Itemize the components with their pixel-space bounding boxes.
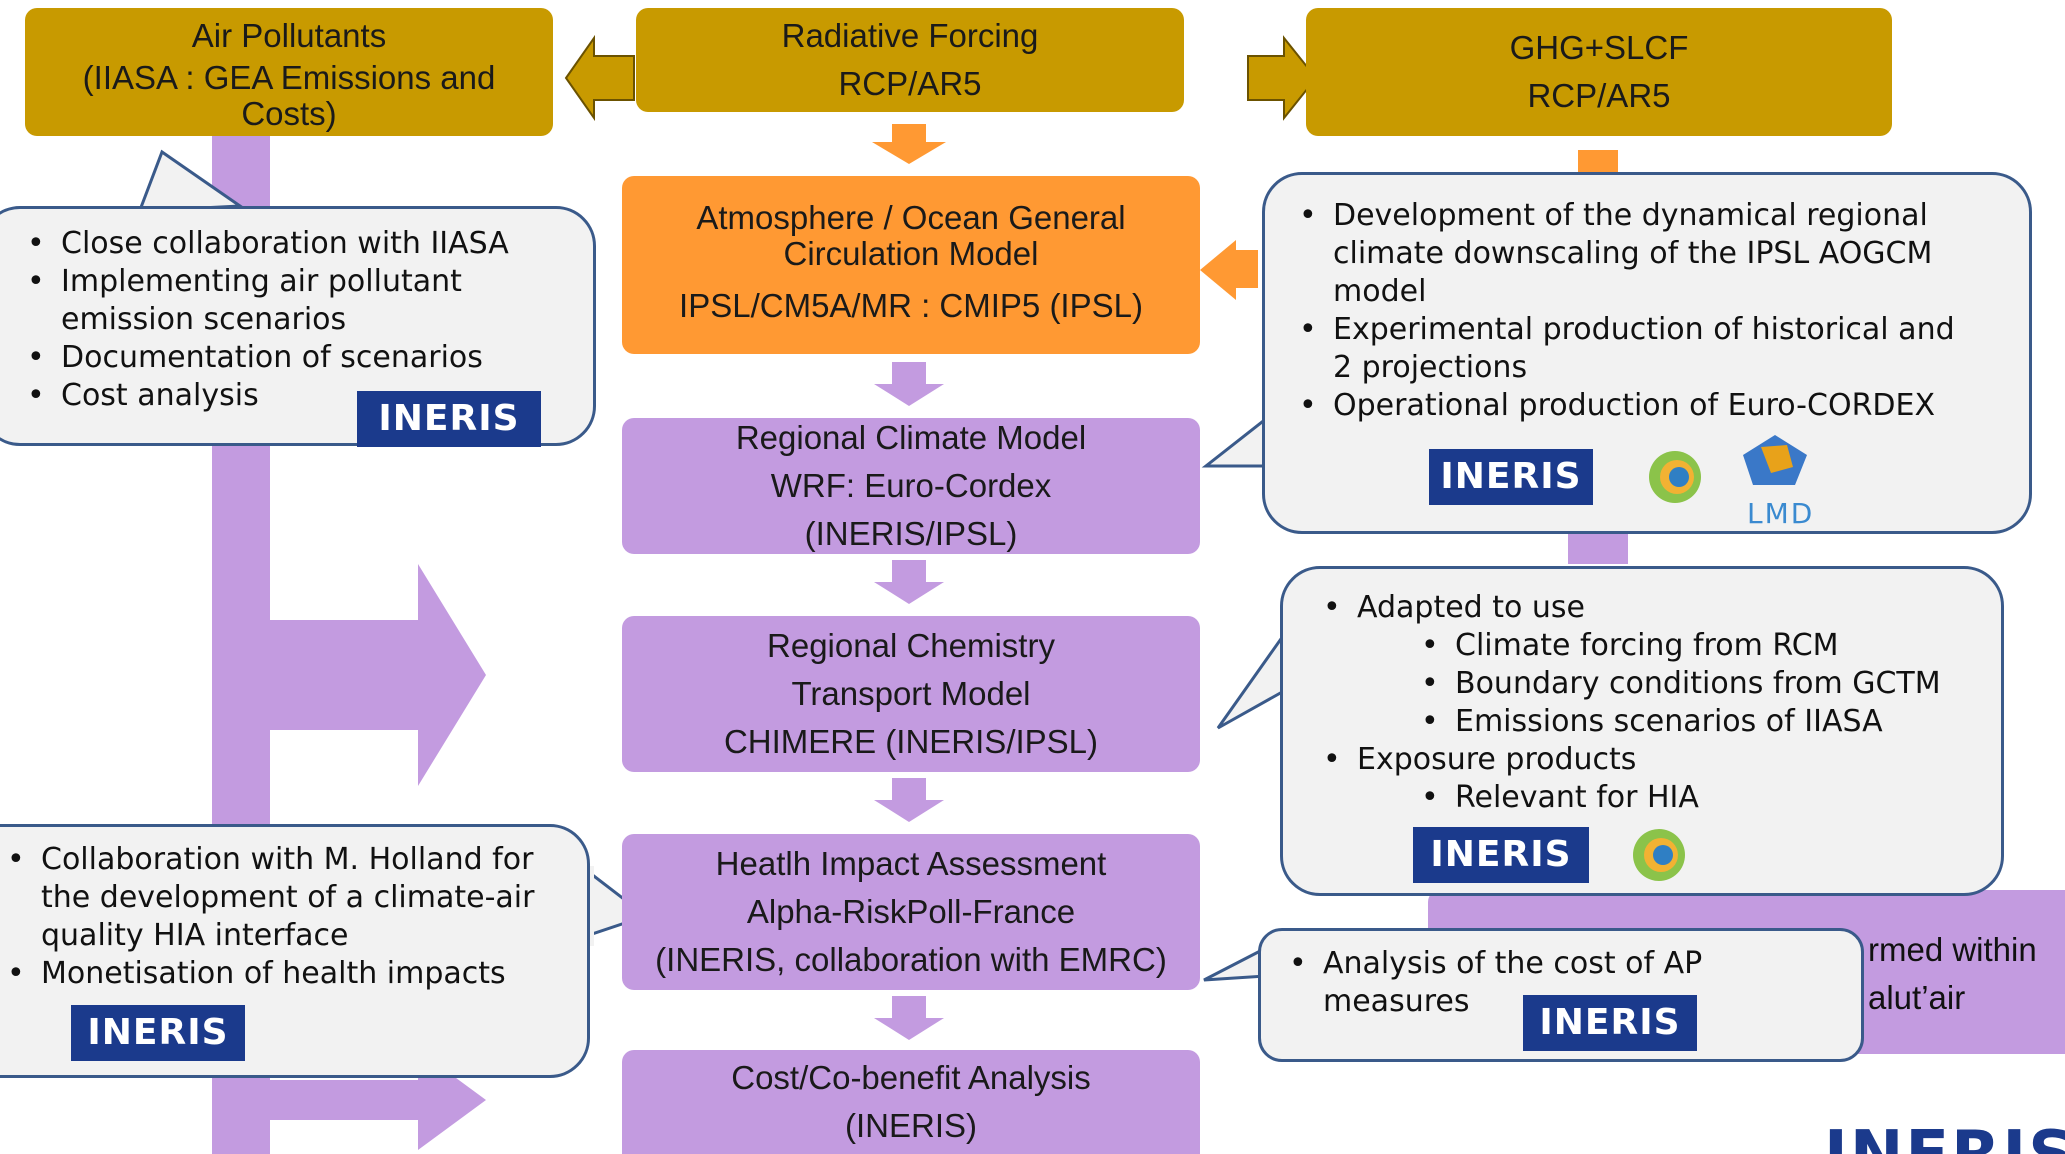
bubble-right-bottom-item-1: Analysis of the cost of AP <box>1285 945 1861 983</box>
hia-line3: (INERIS, collaboration with EMRC) <box>655 941 1167 978</box>
bubble-left-bottom: Collaboration with M. Holland for the de… <box>0 824 590 1078</box>
bubble-right-top-item-1: Development of the dynamical regional <box>1295 197 2029 235</box>
bubble-right-mid-item-2: Exposure products <box>1319 741 2001 779</box>
radiative-forcing-title: Radiative Forcing <box>781 17 1039 54</box>
rcm-line1: Regional Climate Model <box>735 419 1087 456</box>
bubble-left-bottom-item-1c: quality HIA interface <box>41 918 349 953</box>
right-arrow-cost <box>212 1050 486 1150</box>
ipsl-logo-icon <box>1649 451 1701 503</box>
purple-connector-right <box>1568 534 1628 564</box>
partial-line1: rmed within <box>1868 931 2037 968</box>
bubble-right-top-item-1b: climate downscaling of the IPSL AOGCM <box>1333 236 1933 271</box>
hia-line1: Heatlh Impact Assessment <box>715 845 1107 882</box>
ineris-logo-large: INERIS <box>1824 1100 2065 1154</box>
air-pollutants-line3: Costs) <box>241 95 337 132</box>
ghg-box: GHG+SLCF RCP/AR5 <box>1306 8 1892 136</box>
ctm-box: Regional Chemistry Transport Model CHIME… <box>622 616 1200 772</box>
ghg-sub: RCP/AR5 <box>1527 77 1671 114</box>
bubble-right-top-item-1c: model <box>1333 274 1427 309</box>
radiative-forcing-sub: RCP/AR5 <box>838 65 982 102</box>
bubble-right-mid-sub-1: Climate forcing from RCM <box>1319 627 2001 665</box>
rcm-line2: WRF: Euro-Cordex <box>770 467 1052 504</box>
ipsl-logo-icon <box>1633 829 1685 881</box>
bubble-right-mid-sub-3: Emissions scenarios of IIASA <box>1319 703 2001 741</box>
ineris-logo: INERIS <box>1523 995 1697 1051</box>
ctm-line2: Transport Model <box>791 675 1031 712</box>
bubble-right-top: Development of the dynamical regional cl… <box>1262 172 2032 534</box>
bubble-left-bottom-item-2: Monetisation of health impacts <box>3 955 587 993</box>
down-arrow-1 <box>874 362 944 406</box>
bubble-right-mid: Adapted to use Climate forcing from RCM … <box>1280 566 2004 896</box>
rcm-line3: (INERIS/IPSL) <box>804 515 1018 552</box>
hia-line2: Alpha-RiskPoll-France <box>746 893 1076 930</box>
bubble-left-bottom-item-1: Collaboration with M. Holland for <box>3 841 587 879</box>
bubble-left-top-item-4: Cost analysis <box>23 377 593 415</box>
aogcm-box: Atmosphere / Ocean General Circulation M… <box>622 176 1200 354</box>
radiative-forcing-box: Radiative Forcing RCP/AR5 <box>636 8 1184 112</box>
air-pollutants-box: Air Pollutants (IIASA : GEA Emissions an… <box>25 8 553 136</box>
cost-line1: Cost/Co-benefit Analysis <box>731 1059 1091 1096</box>
down-arrow-3 <box>874 778 944 822</box>
bubble-left-top-item-1: Close collaboration with IIASA <box>23 225 593 263</box>
bubble-right-mid-sub-4: Relevant for HIA <box>1319 779 2001 817</box>
bubble-left-top-item-2b: emission scenarios <box>61 302 347 337</box>
hia-box: Heatlh Impact Assessment Alpha-RiskPoll-… <box>622 834 1200 990</box>
down-arrow-2 <box>874 560 944 604</box>
right-arrow-ctm <box>212 564 486 786</box>
bubble-right-bottom-item-1b: measures <box>1323 984 1470 1019</box>
cost-box: Cost/Co-benefit Analysis (INERIS) <box>622 1050 1200 1154</box>
ineris-logo: INERIS <box>1429 449 1593 505</box>
bubble-left-top-item-3: Documentation of scenarios <box>23 339 593 377</box>
rcm-box: Regional Climate Model WRF: Euro-Cordex … <box>622 418 1200 554</box>
ineris-logo: INERIS <box>71 1005 245 1061</box>
aogcm-line2: Circulation Model <box>783 235 1039 272</box>
left-arrow-orange <box>1200 240 1258 300</box>
ineris-logo: INERIS <box>357 391 541 447</box>
aogcm-line1: Atmosphere / Ocean General <box>696 199 1126 236</box>
cost-line2: (INERIS) <box>845 1107 977 1144</box>
bubble-right-mid-sub-2: Boundary conditions from GCTM <box>1319 665 2001 703</box>
bubble-left-top-item-2: Implementing air pollutant <box>23 263 593 301</box>
down-arrow-4 <box>874 996 944 1040</box>
aogcm-line3: IPSL/CM5A/MR : CMIP5 (IPSL) <box>679 287 1143 324</box>
ctm-line3: CHIMERE (INERIS/IPSL) <box>723 723 1099 760</box>
bubble-left-top: Close collaboration with IIASA Implement… <box>0 206 596 447</box>
down-arrow-orange <box>872 124 946 164</box>
ineris-logo: INERIS <box>1413 827 1589 883</box>
lmd-globe-icon <box>1743 435 1807 485</box>
bubble-left-bottom-item-1b: the development of a climate-air <box>41 880 535 915</box>
tail-right-bottom <box>1203 945 1268 982</box>
air-pollutants-title: Air Pollutants <box>191 17 387 54</box>
bubble-right-top-item-3: Operational production of Euro-CORDEX <box>1295 387 2029 425</box>
bubble-right-bottom: Analysis of the cost of AP measures INER… <box>1258 928 1864 1062</box>
ghg-title: GHG+SLCF <box>1509 29 1689 66</box>
air-pollutants-line2: (IIASA : GEA Emissions and <box>82 59 496 96</box>
lmd-label: LMD <box>1747 497 1815 530</box>
ctm-line1: Regional Chemistry <box>767 627 1055 664</box>
bubble-right-mid-item-1: Adapted to use <box>1319 589 2001 627</box>
bubble-right-top-item-2b: 2 projections <box>1333 350 1528 385</box>
partial-line2: alut’air <box>1868 979 1966 1016</box>
bubble-right-top-item-2: Experimental production of historical an… <box>1295 311 2029 349</box>
